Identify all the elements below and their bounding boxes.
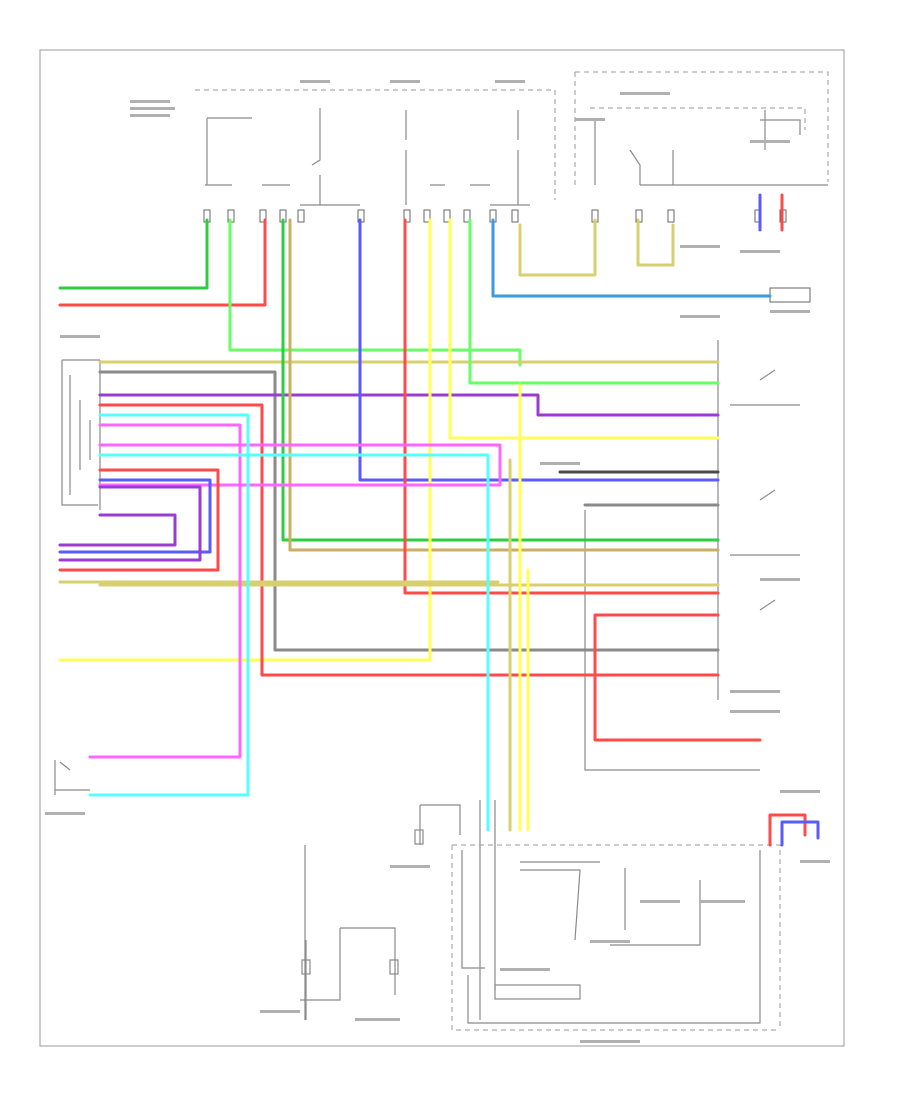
wire-grey-3 bbox=[98, 370, 720, 652]
wire-red-5 bbox=[593, 613, 762, 742]
wire-red-rt bbox=[768, 813, 807, 847]
wire-olive bbox=[288, 218, 720, 552]
diagram-frame bbox=[39, 49, 845, 1047]
wire-red-top bbox=[58, 218, 267, 307]
wire-red-big bbox=[98, 403, 720, 677]
wire-red-left bbox=[58, 468, 220, 572]
wire-violet bbox=[98, 393, 720, 417]
relay-box-outline bbox=[590, 107, 806, 130]
wire-lightblue bbox=[491, 218, 772, 298]
wire-violet-2 bbox=[58, 513, 177, 547]
ground-components bbox=[54, 760, 461, 1020]
wire-blue-2 bbox=[358, 218, 720, 482]
wire-khaki-top-right bbox=[518, 218, 597, 277]
wire-blue-rt bbox=[780, 820, 820, 847]
wire-yellow-2 bbox=[58, 218, 432, 662]
wire-green-2 bbox=[468, 218, 720, 385]
wire-yellow-1 bbox=[448, 218, 720, 440]
top-component-lines bbox=[205, 108, 828, 206]
fuse-box-outline bbox=[195, 71, 829, 200]
connector-markers bbox=[203, 209, 811, 303]
wire-blue-left bbox=[58, 478, 212, 554]
wire-green-top bbox=[58, 218, 209, 290]
wire-cyan bbox=[88, 413, 490, 832]
grey-harness bbox=[304, 510, 760, 1020]
wire-khaki-4 bbox=[58, 580, 720, 587]
wire-violet-left bbox=[58, 485, 202, 562]
wire-yellow-down bbox=[518, 383, 530, 832]
left-connector-block bbox=[61, 359, 101, 510]
right-switch-block bbox=[717, 340, 800, 700]
tiny-labels bbox=[45, 80, 830, 1043]
wire-red-4 bbox=[403, 218, 720, 595]
control-module bbox=[451, 844, 781, 1031]
wire-pink bbox=[88, 423, 502, 759]
wire-khaki-relay bbox=[636, 218, 675, 267]
wire-lightgreen-loop bbox=[228, 218, 522, 367]
wire-green-3 bbox=[281, 218, 720, 542]
